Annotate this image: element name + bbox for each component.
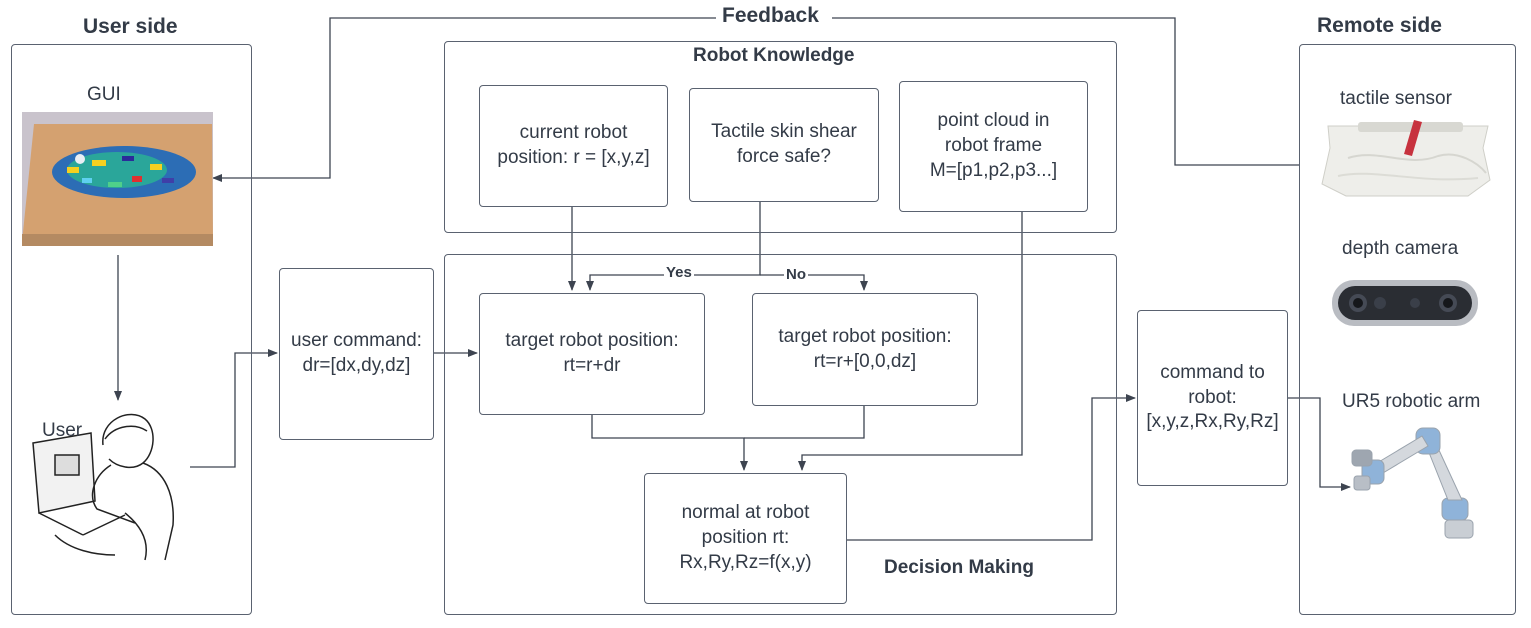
decision-making-panel <box>444 254 1117 615</box>
robot-arm-label: UR5 robotic arm <box>1342 391 1481 412</box>
user-label: User <box>42 420 83 441</box>
no-label: No <box>784 266 808 283</box>
target-no-to-normal <box>744 406 865 439</box>
user-side-panel <box>11 44 252 615</box>
pointcloud-to-normal-arrow <box>798 212 1023 471</box>
normal-node: normal at robot position rt: Rx,Ry,Rz=f(… <box>644 473 847 604</box>
feedback-arrow-left <box>212 17 716 182</box>
yes-label: Yes <box>664 264 694 281</box>
command-to-robot-node: command to robot: [x,y,z,Rx,Ry,Rz] <box>1137 310 1288 486</box>
shear-force-node: Tactile skin shear force safe? <box>689 88 879 202</box>
robot-knowledge-title: Robot Knowledge <box>693 45 855 66</box>
user-side-title: User side <box>83 15 178 38</box>
robot-knowledge-panel <box>444 41 1117 233</box>
gui-image <box>22 112 213 246</box>
remote-side-panel <box>1299 44 1516 615</box>
remote-side-title: Remote side <box>1317 14 1442 37</box>
point-cloud-node: point cloud in robot frame M=[p1,p2,p3..… <box>899 81 1088 212</box>
user-to-command-arrow <box>190 349 278 468</box>
feedback-label: Feedback <box>722 4 819 27</box>
user-figure <box>32 413 174 561</box>
target-position-yes-node: target robot position: rt=r+dr <box>479 293 705 415</box>
command-to-arm-arrow <box>1288 397 1351 491</box>
gui-label: GUI <box>87 84 121 105</box>
tactile-sensor-label: tactile sensor <box>1340 88 1452 109</box>
ur5-arm-image <box>1351 427 1474 539</box>
depth-camera-label: depth camera <box>1342 238 1459 259</box>
feedback-arrow <box>832 17 1299 166</box>
target-yes-to-normal <box>591 415 748 471</box>
target-position-no-node: target robot position: rt=r+[0,0,dz] <box>752 293 978 406</box>
depth-camera-image <box>1332 280 1478 326</box>
user-command-node: user command: dr=[dx,dy,dz] <box>279 268 434 440</box>
decision-making-title: Decision Making <box>884 557 1034 578</box>
current-position-node: current robot position: r = [x,y,z] <box>479 85 668 207</box>
tactile-sensor-image <box>1321 120 1491 197</box>
normal-to-command-arrow <box>847 394 1136 541</box>
